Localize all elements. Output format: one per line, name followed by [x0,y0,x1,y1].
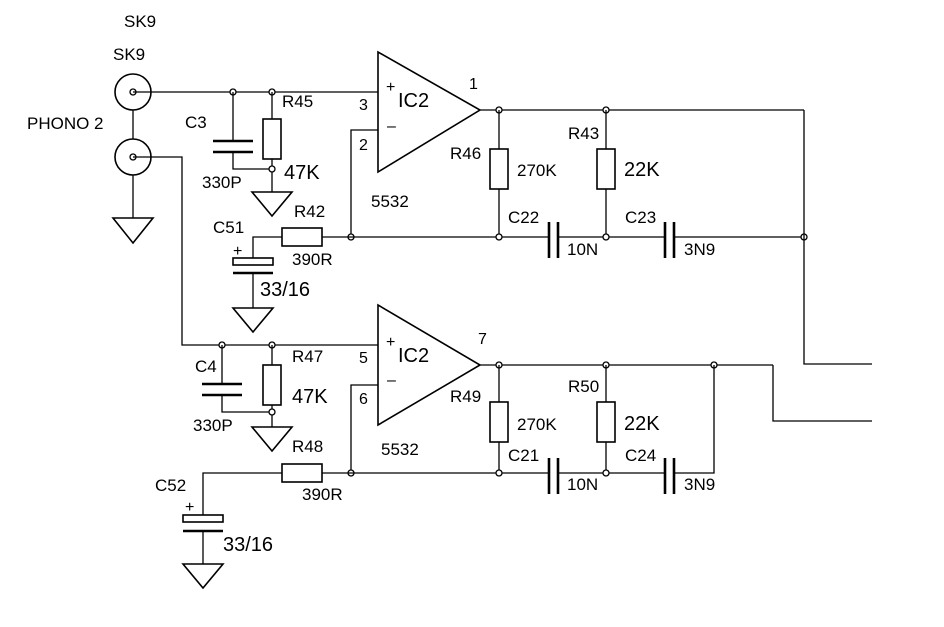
junction [268,165,276,173]
ground-symbol-c51 [231,307,275,334]
ground-symbol-r45 [250,191,294,218]
op-amp-b-triangle [377,303,482,427]
c21-ref: C21 [508,446,539,465]
c4-ref: C4 [195,357,217,376]
op-amp-a-ref: IC2 [398,90,429,112]
r50-body [596,401,616,443]
junction [268,408,276,416]
c22-ref: C22 [508,208,539,227]
c51-ref: C51 [213,218,244,237]
r50-value: 22K [624,413,660,435]
r45-body [262,118,282,160]
c51-polarity: + [233,243,242,260]
op-amp-b-type: 5532 [381,440,419,459]
connector-label-clipped: SK9 [124,12,156,31]
r47-ref: R47 [292,347,323,366]
r49-ref: R49 [450,387,481,406]
c3-value: 330P [202,173,242,192]
op-amp-a-type: 5532 [371,192,409,211]
r42-value: 390R [292,250,333,269]
junction [602,469,610,477]
c52-ref: C52 [155,476,186,495]
channel-a-output-lead [803,110,872,365]
c51-value: 33/16 [260,279,310,301]
ground-symbol-r47 [250,426,294,453]
op-amp-b-pin-out: 7 [478,331,487,348]
connector-label: SK9 [113,45,145,64]
op-amp-b-pin-minus: 6 [359,391,368,408]
channel-a-feedback-wire [350,129,378,237]
ground-symbol-jack [111,217,155,245]
r45-value: 47K [284,162,320,184]
r43-body [596,148,616,190]
r43-ref: R43 [568,124,599,143]
c4-value: 330P [193,416,233,435]
r48-lead [202,472,282,515]
op-amp-b-minus-sign: – [387,372,396,389]
r42-lead [252,236,282,258]
r47-body [262,364,282,406]
channel-b: C4 330P R47 47K + – IC2 5 6 7 5532 R48 3… [133,156,872,590]
c24-value: 3N9 [684,475,715,494]
channel-b-eq-wire [675,365,715,474]
channel-b-input-wire [133,156,378,346]
c3-lead [232,152,272,170]
c51-plate-positive [232,257,274,266]
c21-value: 10N [567,475,598,494]
op-amp-b-plus-sign: + [386,334,395,351]
op-amp-b-ref: IC2 [398,345,429,367]
channel-a: C3 330P R45 47K + – IC2 3 2 1 5532 R42 3… [133,50,872,365]
junction [495,469,503,477]
r43-value: 22K [624,159,660,181]
r48-value: 390R [302,485,343,504]
op-amp-b-pin-plus: 5 [359,350,368,367]
r48-body [281,463,323,483]
r49-body [489,401,509,443]
op-amp-a-pin-plus: 3 [359,97,368,114]
c4-lead [221,395,272,413]
connector-sk9: SK9 SK9 PHONO 2 [27,12,156,245]
r46-body [489,148,509,190]
junction [602,233,610,241]
op-amp-a-plus-sign: + [386,79,395,96]
c24-ref: C24 [625,446,656,465]
r42-ref: R42 [294,202,325,221]
r48-ref: R48 [292,437,323,456]
c23-value: 3N9 [684,240,715,259]
r50-ref: R50 [568,377,599,396]
ground-symbol-c52 [181,563,225,590]
junction [495,233,503,241]
c23-ref: C23 [625,208,656,227]
op-amp-a-pin-minus: 2 [359,137,368,154]
channel-b-feedback-wire [350,384,378,473]
op-amp-a-triangle [377,50,482,174]
r46-value: 270K [517,161,557,180]
r47-value: 47K [292,386,328,408]
c52-plate-positive [182,514,224,523]
channel-b-output-lead [772,365,872,422]
r49-value: 270K [517,415,557,434]
c22-value: 10N [567,240,598,259]
op-amp-a-pin-out: 1 [469,76,478,93]
r42-body [281,227,323,247]
c52-value: 33/16 [223,534,273,556]
r46-ref: R46 [450,144,481,163]
r45-ref: R45 [282,92,313,111]
op-amp-a-minus-sign: – [387,118,396,135]
c52-polarity: + [185,499,194,516]
c3-ref: C3 [185,113,207,132]
input-name-label: PHONO 2 [27,114,104,133]
